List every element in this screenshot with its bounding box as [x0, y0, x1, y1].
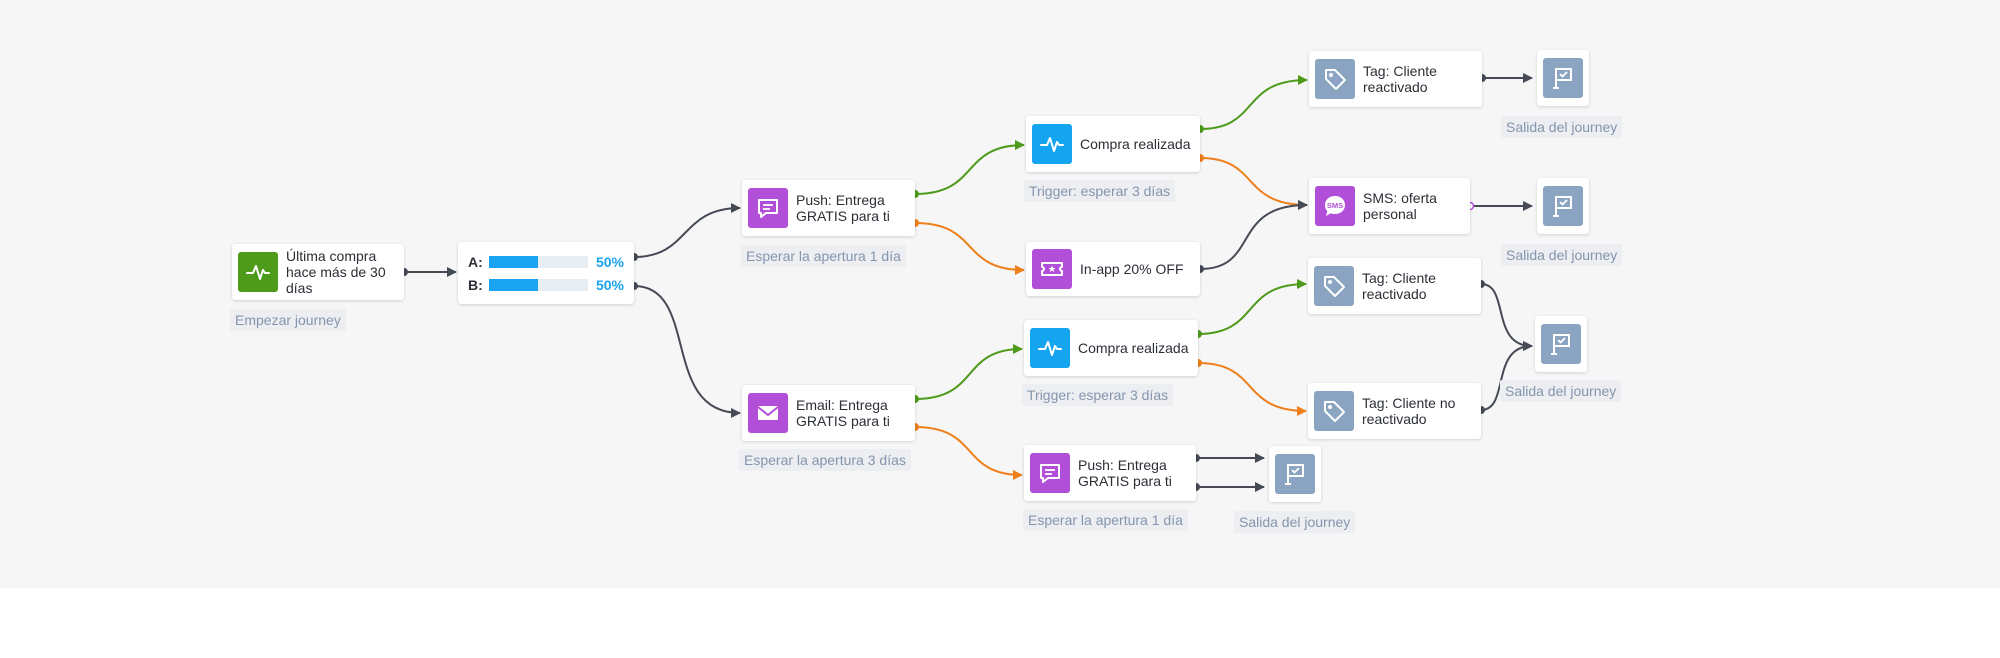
- ab-a-label: A:: [468, 253, 483, 270]
- inapp-node[interactable]: In-app 20% OFF: [1026, 242, 1200, 296]
- tag-icon: [1314, 391, 1354, 431]
- inapp-label: In-app 20% OFF: [1080, 261, 1184, 277]
- exit-node-4[interactable]: [1269, 446, 1321, 502]
- flag-icon: [1543, 58, 1583, 98]
- sms-icon: SMS: [1315, 186, 1355, 226]
- edge-inapp-sms: [1199, 200, 1308, 270]
- chat-bubble-icon: [748, 188, 788, 228]
- sms-icon-text: SMS: [1327, 201, 1343, 210]
- ab-a-percent: 50%: [595, 253, 625, 270]
- push-bottom-node[interactable]: Push: Entrega GRATIS para ti: [1024, 445, 1196, 501]
- flag-icon: [1275, 454, 1315, 494]
- chat-bubble-icon: [1030, 453, 1070, 493]
- ab-a-fill: [488, 255, 539, 268]
- edge-compra-tagno-no: [1197, 362, 1307, 416]
- push-bottom-caption: Esperar la apertura 1 día: [1023, 509, 1188, 531]
- compra-bottom-label: Compra realizada: [1078, 340, 1189, 356]
- pulse-icon: [1032, 124, 1072, 164]
- email-node[interactable]: Email: Entrega GRATIS para ti: [742, 385, 915, 441]
- push-bottom-label: Push: Entrega GRATIS para ti: [1078, 457, 1172, 489]
- push-top-node[interactable]: Push: Entrega GRATIS para ti: [742, 180, 915, 236]
- pulse-icon: [1030, 328, 1070, 368]
- ab-row-a: A: 50%: [468, 250, 624, 273]
- edge-split-a-push: [633, 203, 741, 258]
- start-trigger-label: Última compra hace más de 30 días: [286, 248, 386, 296]
- tag-top-node[interactable]: Tag: Cliente reactivado: [1309, 51, 1482, 107]
- ab-row-b: B: 50%: [468, 273, 624, 296]
- ab-b-percent: 50%: [595, 276, 625, 293]
- sms-node[interactable]: SMS SMS: oferta personal: [1309, 178, 1470, 234]
- start-trigger-node[interactable]: Última compra hace más de 30 días: [232, 244, 404, 300]
- edge-push-inapp-no: [914, 222, 1025, 275]
- push-top-caption: Esperar la apertura 1 día: [741, 245, 906, 267]
- edge-compra-tagmid-yes: [1197, 279, 1307, 335]
- compra-top-label: Compra realizada: [1080, 136, 1191, 152]
- edge-email-push-no: [914, 426, 1023, 480]
- tag-top-label: Tag: Cliente reactivado: [1363, 63, 1437, 95]
- envelope-icon: [748, 393, 788, 433]
- pulse-icon: [238, 252, 278, 292]
- ab-b-fill: [488, 278, 539, 291]
- email-caption: Esperar la apertura 3 días: [739, 449, 911, 471]
- tag-icon: [1315, 59, 1355, 99]
- edge-compra-tag-yes: [1199, 75, 1308, 130]
- tag-mid-node[interactable]: Tag: Cliente reactivado: [1308, 258, 1481, 314]
- compra-top-node[interactable]: Compra realizada: [1026, 116, 1200, 172]
- tag-no-label: Tag: Cliente no reactivado: [1362, 395, 1456, 427]
- ab-b-bar: [488, 278, 588, 291]
- edge-split-b-email: [633, 285, 741, 418]
- exit-caption-1: Salida del journey: [1501, 116, 1623, 138]
- flag-icon: [1543, 186, 1583, 226]
- edge-push-compra-yes: [914, 140, 1025, 195]
- start-caption: Empezar journey: [230, 309, 346, 331]
- ticket-icon: [1032, 249, 1072, 289]
- edge-tagmid-exit: [1480, 283, 1533, 351]
- compra-bottom-node[interactable]: Compra realizada: [1024, 320, 1198, 376]
- compra-top-caption: Trigger: esperar 3 días: [1024, 180, 1176, 202]
- sms-label: SMS: oferta personal: [1363, 190, 1437, 222]
- exit-node-1[interactable]: [1537, 50, 1589, 106]
- edge-compra-sms-no: [1199, 157, 1308, 210]
- exit-caption-4: Salida del journey: [1234, 511, 1356, 533]
- exit-caption-2: Salida del journey: [1501, 244, 1623, 266]
- compra-bottom-caption: Trigger: esperar 3 días: [1022, 384, 1174, 406]
- exit-caption-3: Salida del journey: [1500, 380, 1622, 402]
- exit-node-3[interactable]: [1535, 316, 1587, 372]
- flag-icon: [1541, 324, 1581, 364]
- email-label: Email: Entrega GRATIS para ti: [796, 397, 890, 429]
- tag-no-node[interactable]: Tag: Cliente no reactivado: [1308, 383, 1481, 439]
- ab-split-node[interactable]: A: 50% B: 50%: [458, 242, 634, 304]
- tag-icon: [1314, 266, 1354, 306]
- exit-node-2[interactable]: [1537, 178, 1589, 234]
- push-top-label: Push: Entrega GRATIS para ti: [796, 192, 890, 224]
- journey-canvas: Última compra hace más de 30 días Empeza…: [230, 50, 1623, 533]
- tag-mid-label: Tag: Cliente reactivado: [1362, 270, 1436, 302]
- edge-email-compra-yes: [914, 344, 1023, 400]
- ab-b-label: B:: [468, 276, 483, 293]
- ab-a-bar: [488, 255, 588, 268]
